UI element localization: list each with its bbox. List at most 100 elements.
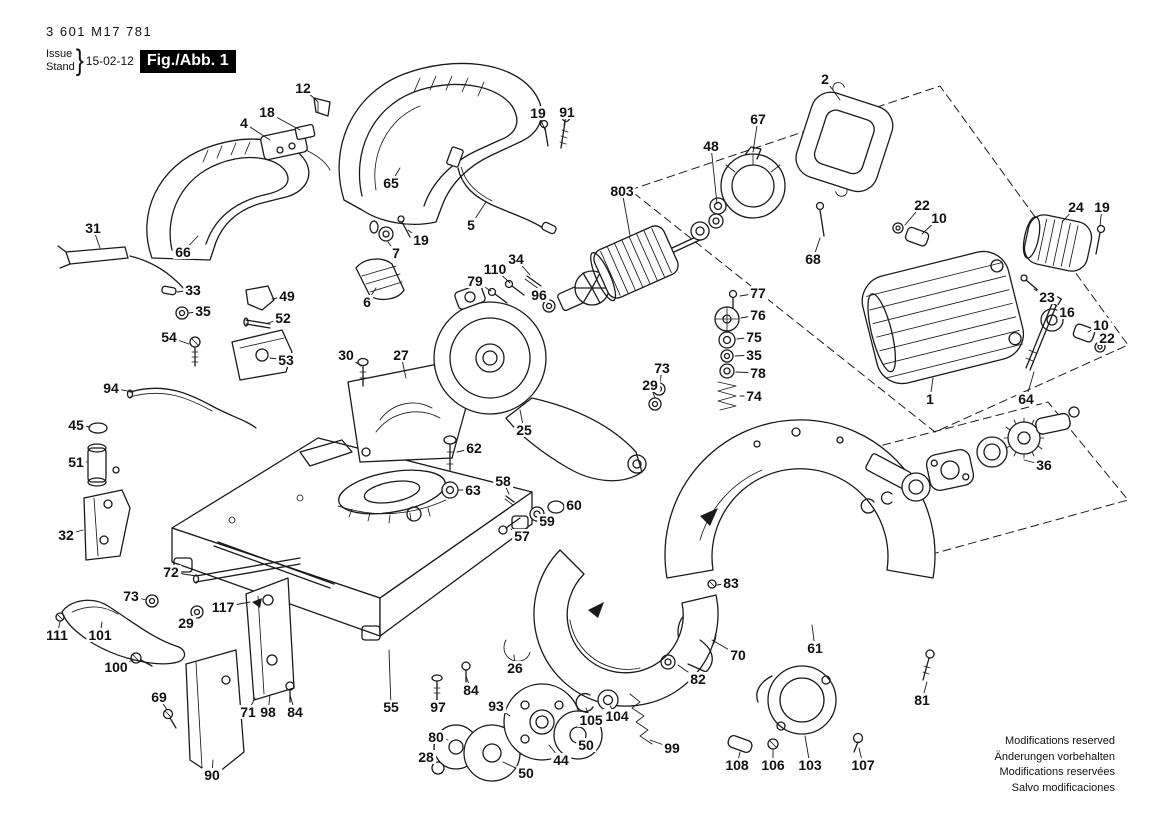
part-callout-106: 106 bbox=[759, 757, 787, 773]
part-callout-97: 97 bbox=[428, 699, 448, 715]
rod-72 bbox=[195, 557, 301, 577]
washer-35 bbox=[720, 349, 734, 363]
screw-84b bbox=[461, 661, 471, 671]
part-callout-7: 7 bbox=[390, 245, 402, 261]
part-callout-64: 64 bbox=[1016, 391, 1036, 407]
screw-23 bbox=[1020, 274, 1028, 282]
screw-111 bbox=[55, 612, 65, 622]
sleeve-10b bbox=[1072, 323, 1096, 343]
screw-57 bbox=[498, 525, 508, 535]
part-callout-73: 73 bbox=[121, 588, 141, 604]
screw-19b bbox=[397, 215, 405, 223]
part-callout-63: 63 bbox=[463, 482, 483, 498]
part-callout-19: 19 bbox=[528, 105, 548, 121]
part-callout-66: 66 bbox=[173, 244, 193, 260]
bolt-28 bbox=[431, 761, 445, 775]
part-callout-51: 51 bbox=[66, 454, 86, 470]
pin-34 bbox=[526, 275, 542, 287]
part-callout-80: 80 bbox=[426, 729, 446, 745]
cable-5 bbox=[457, 167, 547, 231]
part-callout-52: 52 bbox=[273, 310, 293, 326]
mount-bracket-98 bbox=[245, 577, 295, 701]
circlip-105 bbox=[575, 692, 594, 713]
pin-58 bbox=[505, 495, 515, 503]
bearing-flange bbox=[925, 449, 975, 491]
motor-housing-assembly bbox=[861, 214, 1106, 385]
issue-label: Issue bbox=[46, 48, 73, 61]
title-block: 3 601 M17 781 Issue Stand } 15-02-12 Fig… bbox=[46, 24, 236, 77]
cable-plug bbox=[446, 146, 464, 168]
pin-52 bbox=[243, 317, 249, 327]
part-callout-53: 53 bbox=[276, 352, 296, 368]
circlip bbox=[860, 498, 875, 514]
part-callout-74: 74 bbox=[744, 388, 764, 404]
base-assembly bbox=[171, 437, 533, 701]
part-callout-61: 61 bbox=[805, 640, 825, 656]
bottom-left-parts bbox=[55, 557, 301, 777]
sleeve-10a bbox=[904, 226, 930, 247]
screw-77 bbox=[728, 289, 738, 299]
connector-108 bbox=[727, 735, 753, 753]
part-callout-65: 65 bbox=[381, 175, 401, 191]
leader-line-55 bbox=[388, 649, 392, 708]
part-callout-73: 73 bbox=[652, 360, 672, 376]
part-callout-31: 31 bbox=[83, 220, 103, 236]
part-callout-82: 82 bbox=[688, 671, 708, 687]
clip-26 bbox=[503, 639, 531, 662]
issue-date: 15-02-12 bbox=[85, 54, 134, 68]
blade-guard-61 bbox=[664, 419, 936, 579]
part-callout-48: 48 bbox=[701, 138, 721, 154]
clip-12 bbox=[313, 97, 331, 117]
washer-63 bbox=[441, 481, 459, 499]
part-callout-105: 105 bbox=[577, 712, 605, 728]
screw-68 bbox=[815, 201, 825, 211]
armature-assembly bbox=[557, 82, 894, 312]
part-callout-49: 49 bbox=[277, 288, 297, 304]
bearing bbox=[901, 472, 931, 502]
part-callout-55: 55 bbox=[381, 699, 401, 715]
gear bbox=[1007, 421, 1041, 455]
washer-73b bbox=[145, 594, 159, 608]
stator-2 bbox=[795, 82, 894, 197]
part-callout-27: 27 bbox=[391, 347, 411, 363]
part-callout-35: 35 bbox=[744, 347, 764, 363]
part-callout-35: 35 bbox=[193, 303, 213, 319]
part-callout-18: 18 bbox=[257, 104, 277, 120]
part-callout-10: 10 bbox=[929, 210, 949, 226]
part-callout-58: 58 bbox=[493, 473, 513, 489]
part-callout-70: 70 bbox=[728, 647, 748, 663]
switch-part-18 bbox=[294, 123, 316, 141]
part-callout-111: 111 bbox=[44, 627, 70, 643]
guard-assembly bbox=[533, 419, 936, 707]
brush-cap-24 bbox=[1022, 214, 1093, 272]
part-callout-104: 104 bbox=[603, 708, 631, 724]
modifications-note: Modifications reserved Änderungen vorbeh… bbox=[995, 734, 1115, 796]
screw-100 bbox=[130, 652, 142, 664]
part-callout-69: 69 bbox=[149, 689, 169, 705]
pin-33 bbox=[161, 285, 177, 296]
note-line-de: Änderungen vorbehalten bbox=[994, 750, 1115, 763]
brace-glyph: } bbox=[75, 43, 84, 78]
part-callout-19: 19 bbox=[1092, 199, 1112, 215]
part-callout-6: 6 bbox=[361, 294, 373, 310]
part-callout-107: 107 bbox=[849, 757, 877, 773]
part-callout-12: 12 bbox=[293, 80, 313, 96]
leader-line-803 bbox=[621, 190, 631, 236]
saw-arm-25 bbox=[505, 397, 643, 482]
screw-110 bbox=[504, 279, 514, 289]
screw-81 bbox=[925, 649, 935, 659]
depth-stop-stack bbox=[648, 289, 740, 411]
rod-94 bbox=[129, 387, 257, 429]
part-number: 3 601 M17 781 bbox=[46, 24, 153, 39]
part-callout-84: 84 bbox=[285, 704, 305, 720]
washer-78 bbox=[719, 363, 735, 379]
part-callout-91: 91 bbox=[557, 104, 577, 120]
part-callout-32: 32 bbox=[56, 527, 76, 543]
bracket-32 bbox=[83, 489, 131, 561]
pointer-117 bbox=[252, 598, 262, 608]
part-callout-67: 67 bbox=[748, 111, 768, 127]
screw-83 bbox=[707, 579, 717, 589]
part-callout-45: 45 bbox=[66, 417, 86, 433]
boot-6 bbox=[355, 258, 405, 301]
